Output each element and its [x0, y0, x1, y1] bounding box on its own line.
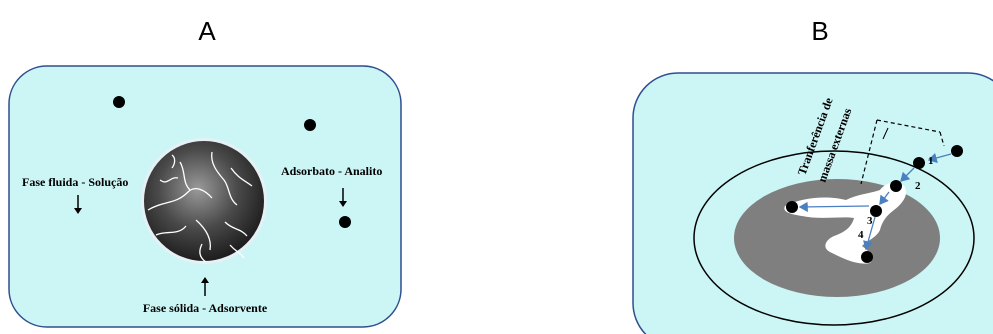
- step-1-label: 1: [928, 155, 934, 167]
- adsorbate-particle: [951, 145, 963, 157]
- step-4-label: 4: [858, 229, 864, 241]
- adsorbate-particle: [113, 96, 125, 108]
- pore-network: [784, 182, 907, 264]
- step-3-pore-arrow: [798, 201, 870, 213]
- sphere-pores: [147, 151, 253, 263]
- adsorbate-arrow-head: [339, 201, 347, 207]
- panel-b-title: B: [811, 16, 828, 46]
- film-tick: [882, 127, 889, 140]
- adsorbate-particle: [786, 201, 798, 213]
- film-bracket: [860, 119, 945, 185]
- adsorbate-particle: [890, 180, 902, 192]
- step-3-arrow: [879, 191, 890, 206]
- adsorbate-particle: [339, 216, 351, 228]
- panel-a-title: A: [198, 16, 216, 46]
- adsorbent-sphere: [144, 141, 264, 261]
- solid-phase-label: Fase sólida - Adsorvente: [143, 301, 268, 315]
- solid-phase-arrow-head: [201, 277, 209, 283]
- fluid-phase-label: Fase fluida - Solução: [22, 175, 128, 189]
- boundary-layer-ellipse: [693, 150, 975, 326]
- step-2-arrow: [900, 167, 915, 182]
- step-2-label: 2: [915, 180, 921, 192]
- adsorbate-particle: [870, 205, 882, 217]
- adsorbate-particle: [861, 251, 873, 263]
- step-4-arrow: [863, 216, 876, 251]
- fluid-phase-arrow-head: [74, 208, 82, 214]
- step-1-arrow: [927, 152, 952, 163]
- adsorbate-label: Adsorbato - Analito: [281, 164, 382, 178]
- adsorbate-particle: [304, 119, 316, 131]
- diffusion-arrows: [798, 152, 952, 251]
- step-3-label: 3: [867, 215, 873, 227]
- adsorbate-particle: [913, 157, 925, 169]
